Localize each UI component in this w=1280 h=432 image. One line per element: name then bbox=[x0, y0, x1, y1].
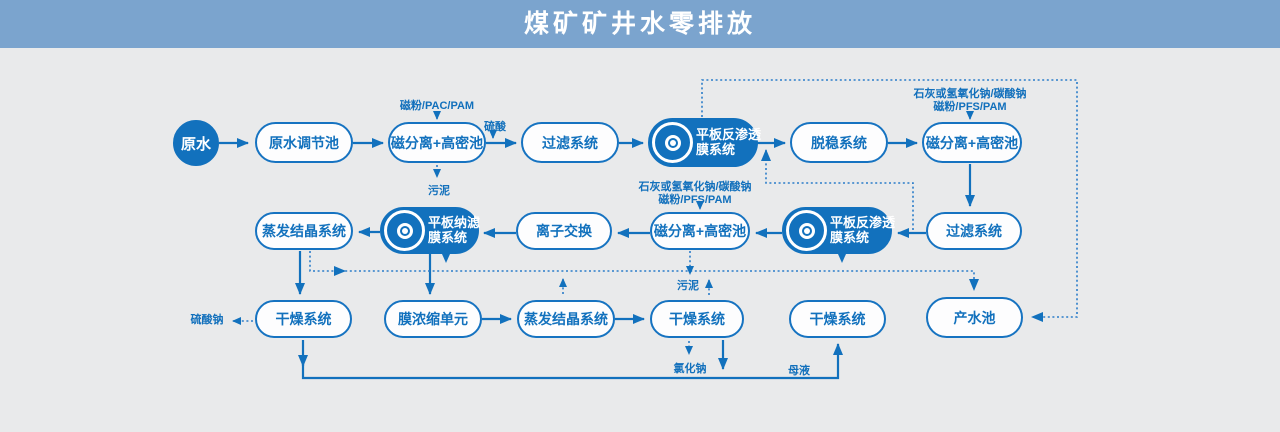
label-lime-line2: 磁粉/PFS/PAM bbox=[933, 100, 1007, 113]
label-lime-line1: 石灰或氢氧化钠/碳酸钠 bbox=[638, 181, 752, 193]
membrane-disc-icon bbox=[786, 210, 827, 251]
label-sludge-2: 污泥 bbox=[677, 280, 699, 292]
label-lime-line1: 石灰或氢氧化钠/碳酸钠 bbox=[913, 88, 1027, 100]
node-label-line2: 膜系统 bbox=[830, 229, 870, 245]
node-filter-system-2: 过滤系统 bbox=[926, 212, 1022, 250]
node-filter-system-1: 过滤系统 bbox=[521, 122, 619, 163]
flowchart-canvas: 原水 原水调节池 磁分离+高密池 过滤系统 平板反渗透膜系统 脱稳系统 磁分离+… bbox=[0, 48, 1280, 432]
node-label-line1: 平板纳滤 bbox=[428, 214, 481, 230]
node-destabilization-system: 脱稳系统 bbox=[790, 122, 888, 163]
membrane-disc-icon bbox=[652, 122, 693, 163]
node-drying-system-3: 干燥系统 bbox=[789, 300, 886, 338]
label-mother-liquor: 母液 bbox=[788, 365, 810, 377]
header-bar: 煤矿矿井水零排放 bbox=[0, 0, 1280, 48]
label-sludge-1: 污泥 bbox=[428, 185, 450, 197]
label-lime-line2: 磁粉/PFS/PAM bbox=[658, 193, 732, 206]
label-magnetic-powder-pac-pam: 磁粉/PAC/PAM bbox=[399, 100, 475, 112]
label-lime-reagent-2: 石灰或氢氧化钠/碳酸钠 磁粉/PFS/PAM bbox=[638, 181, 751, 206]
node-ion-exchange: 离子交换 bbox=[516, 212, 612, 250]
membrane-disc-icon bbox=[384, 210, 425, 251]
label-lime-reagent-1: 石灰或氢氧化钠/碳酸钠 磁粉/PFS/PAM bbox=[913, 88, 1026, 113]
label-sodium-chloride: 氯化钠 bbox=[673, 363, 707, 375]
node-drying-system-2: 干燥系统 bbox=[650, 300, 744, 338]
node-product-water-pool: 产水池 bbox=[926, 297, 1023, 338]
node-evaporation-crystallization-1: 蒸发结晶系统 bbox=[255, 212, 353, 250]
node-raw-water-tank: 原水调节池 bbox=[255, 122, 353, 163]
node-label-line1: 平板反渗透 bbox=[696, 126, 762, 142]
label-sulfuric-acid: 硫酸 bbox=[484, 121, 506, 133]
node-magnetic-separation-1: 磁分离+高密池 bbox=[388, 122, 486, 163]
node-flat-ro-membrane-1: 平板反渗透膜系统 bbox=[648, 118, 762, 167]
node-flat-ro-membrane-2: 平板反渗透膜系统 bbox=[782, 207, 896, 254]
node-evaporation-crystallization-2: 蒸发结晶系统 bbox=[517, 300, 615, 338]
node-flat-nf-membrane: 平板纳滤膜系统 bbox=[380, 207, 481, 254]
node-magnetic-separation-3: 磁分离+高密池 bbox=[650, 212, 750, 250]
node-raw-water: 原水 bbox=[173, 120, 219, 166]
node-drying-system-1: 干燥系统 bbox=[255, 300, 352, 338]
node-membrane-concentration-unit: 膜浓缩单元 bbox=[384, 300, 482, 338]
page-title: 煤矿矿井水零排放 bbox=[523, 10, 756, 38]
node-label-line2: 膜系统 bbox=[428, 229, 468, 245]
node-label-line1: 平板反渗透 bbox=[830, 214, 896, 230]
label-sodium-sulfate: 硫酸钠 bbox=[190, 314, 224, 326]
node-label-line2: 膜系统 bbox=[696, 141, 736, 157]
node-magnetic-separation-2: 磁分离+高密池 bbox=[922, 122, 1022, 163]
